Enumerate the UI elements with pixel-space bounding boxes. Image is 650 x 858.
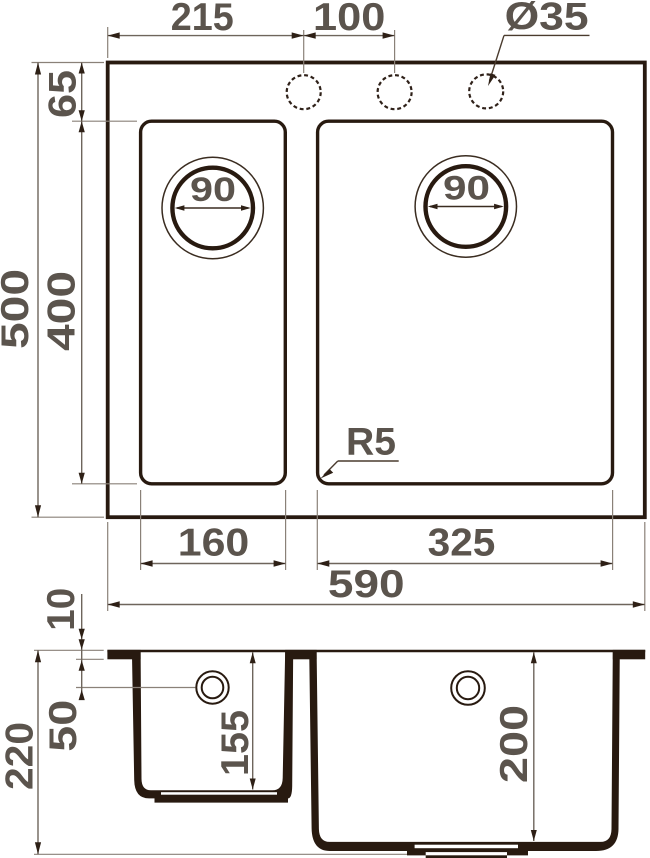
svg-text:160: 160	[178, 522, 250, 565]
svg-text:R5: R5	[346, 420, 396, 463]
svg-text:590: 590	[328, 563, 405, 606]
svg-text:220: 220	[0, 722, 41, 790]
svg-text:155: 155	[214, 710, 257, 776]
svg-text:200: 200	[493, 705, 536, 783]
svg-text:100: 100	[313, 0, 385, 39]
svg-text:10: 10	[40, 588, 83, 631]
svg-text:90: 90	[190, 171, 236, 209]
svg-text:Ø35: Ø35	[505, 0, 589, 39]
svg-text:90: 90	[443, 170, 490, 208]
svg-text:400: 400	[41, 271, 84, 351]
svg-text:215: 215	[171, 0, 234, 39]
svg-text:65: 65	[41, 70, 84, 118]
svg-text:325: 325	[428, 522, 496, 565]
svg-text:50: 50	[42, 700, 85, 752]
svg-text:500: 500	[0, 269, 37, 349]
